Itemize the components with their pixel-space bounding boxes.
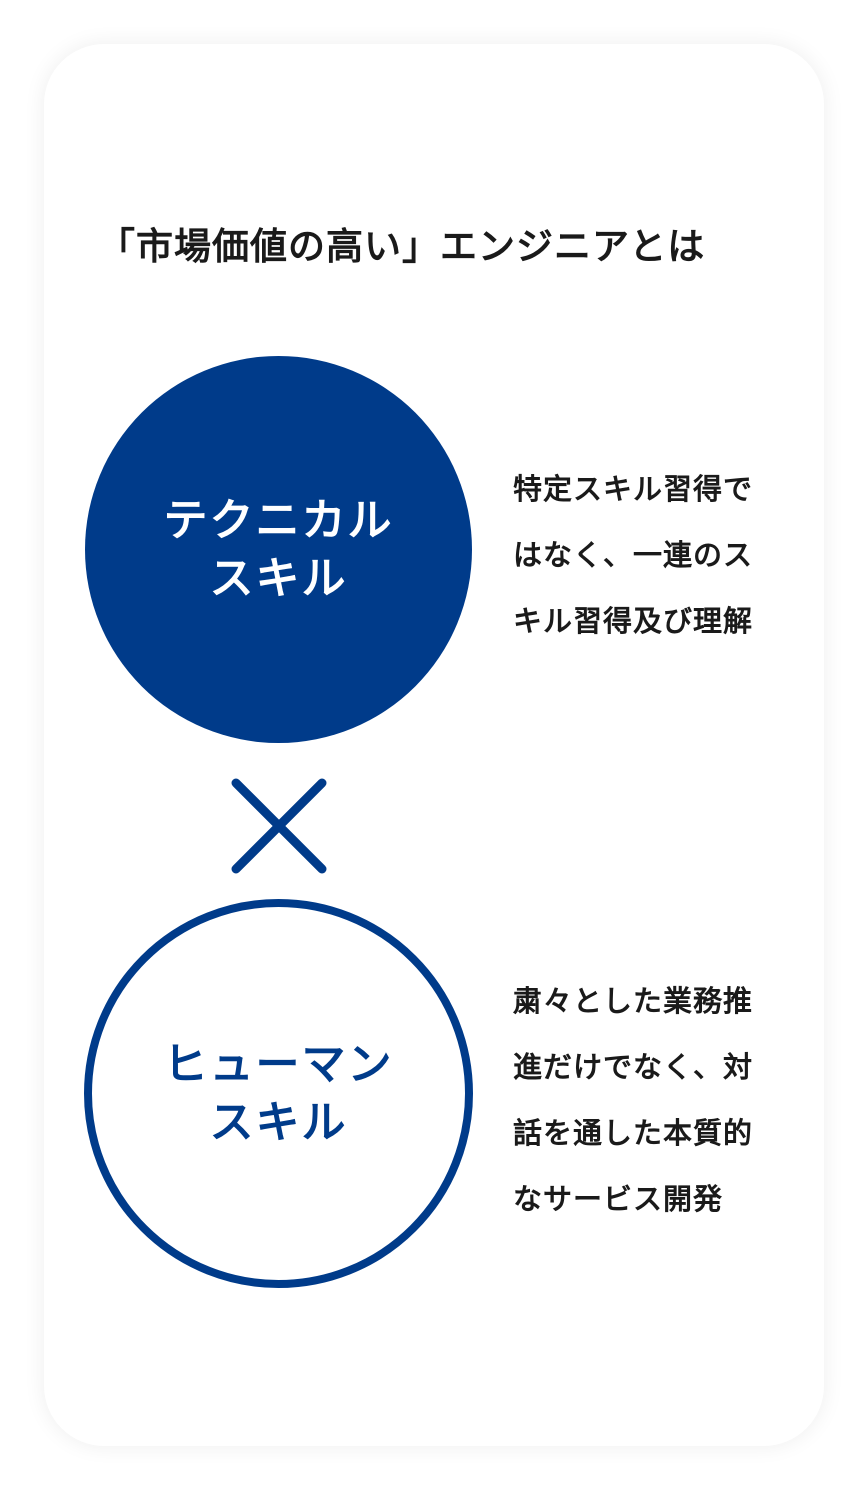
human-skill-label-line-1: ヒューマン: [163, 1038, 394, 1090]
technical-skill-label-line-1: テクニカル: [163, 494, 394, 546]
human-skill-description: 粛々とした業務推 進だけでなく、対 話を通した本質的 なサービス開発: [513, 968, 753, 1232]
technical-skill-label-line-2: スキル: [209, 552, 348, 604]
technical-description-line: はなく、一連のス: [513, 538, 754, 572]
technical-skill-circle: テクニカル スキル: [85, 356, 472, 743]
human-skill-label-line-2: スキル: [209, 1096, 348, 1148]
page-title: 「市場価値の高い」エンジニアとは: [98, 225, 706, 268]
multiply-cross-icon: [231, 778, 327, 874]
technical-description-line: キル習得及び理解: [513, 604, 754, 638]
human-description-line: 粛々とした業務推: [513, 984, 754, 1018]
human-description-line: 話を通した本質的: [513, 1116, 754, 1150]
technical-skill-description: 特定スキル習得で はなく、一連のス キル習得及び理解: [513, 456, 753, 654]
human-description-line: 進だけでなく、対: [513, 1050, 754, 1084]
human-description-line: なサービス開発: [513, 1182, 724, 1216]
human-skill-circle: ヒューマン スキル: [84, 899, 473, 1288]
technical-description-line: 特定スキル習得で: [513, 472, 754, 506]
